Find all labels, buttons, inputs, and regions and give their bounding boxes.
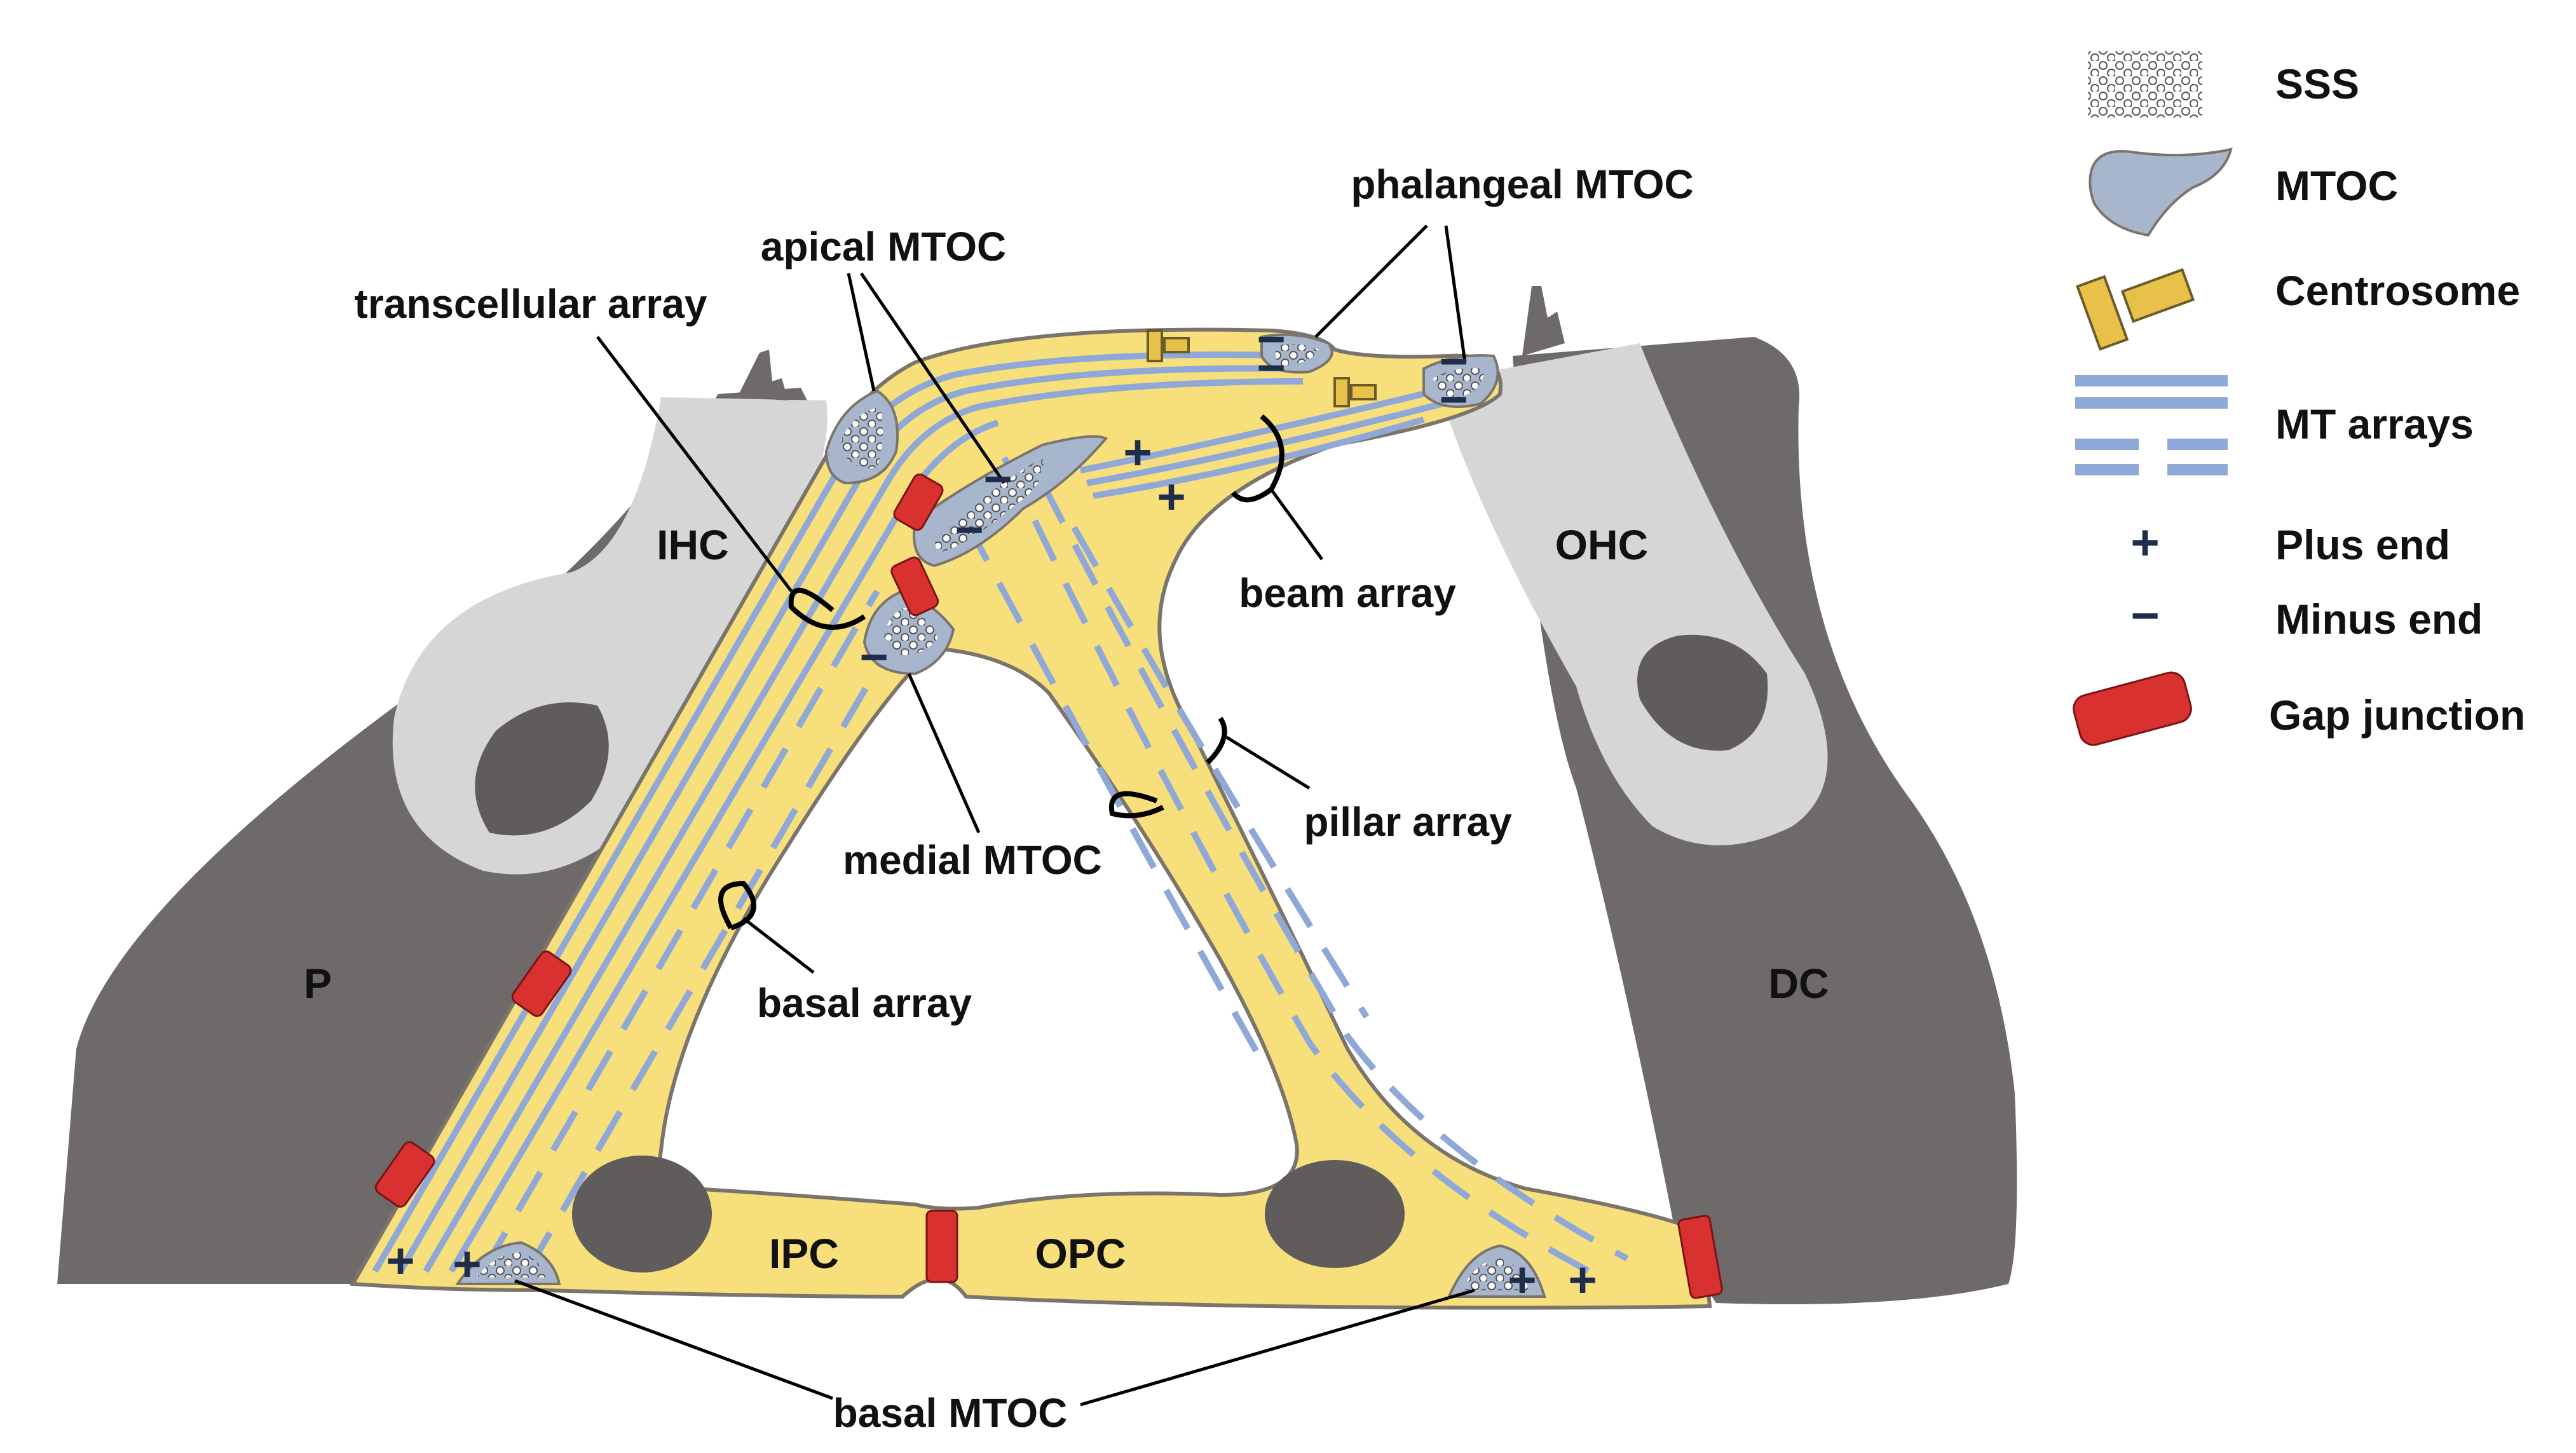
svg-text:−: −	[1257, 311, 1286, 367]
cell-label-ohc: OHC	[1555, 521, 1649, 568]
array-brackets	[718, 414, 1285, 931]
mtoc-icon	[2089, 147, 2233, 237]
basal-mtoc-right	[1447, 1244, 1546, 1298]
cell-label-p: P	[304, 960, 332, 1007]
apical-mtoc-left	[824, 389, 899, 485]
legend-item-plus-end: + Plus end	[2130, 514, 2450, 570]
cell-label-ihc: IHC	[657, 521, 729, 568]
end-signs: + + + + + + − − − − − − −	[386, 311, 1597, 1307]
gap-junction-6	[1677, 1215, 1723, 1299]
svg-text:+: +	[1508, 1252, 1537, 1307]
legend-item-gap-junction: Gap junction	[2073, 671, 2525, 746]
ipc-nucleus	[572, 1156, 712, 1272]
svg-text:−: −	[1439, 371, 1468, 427]
svg-text:Plus end: Plus end	[2275, 521, 2450, 568]
label-beam-array: beam array	[1239, 570, 1456, 616]
opc-nucleus	[1265, 1160, 1405, 1268]
medial-mtoc	[862, 589, 955, 676]
label-apical-mtoc: apical MTOC	[761, 224, 1006, 269]
legend: SSS MTOC Centrosome MT arrays	[2073, 51, 2525, 746]
svg-text:SSS: SSS	[2275, 60, 2359, 107]
svg-text:−: −	[1439, 333, 1468, 389]
gap-junction-icon	[2073, 671, 2192, 746]
ihc-nucleus	[475, 702, 609, 836]
ihc-stereocilia	[737, 350, 788, 400]
svg-text:−: −	[859, 629, 889, 685]
basal-mtoc-left	[455, 1241, 561, 1285]
centrosome-icon	[2075, 268, 2195, 351]
plus-icon: +	[2130, 514, 2160, 570]
beam-mt-array	[1080, 385, 1457, 499]
gap-junction-1	[893, 474, 944, 531]
label-basal-array: basal array	[757, 980, 972, 1026]
phalangeal-mtoc-left	[1260, 333, 1333, 374]
cell-label-ipc: IPC	[769, 1230, 839, 1277]
svg-text:+: +	[453, 1236, 482, 1292]
gap-junction-5	[925, 1210, 958, 1283]
legend-item-mt-arrays: MT arrays	[2075, 375, 2474, 475]
cell-label-dc: DC	[1768, 960, 1829, 1007]
label-pillar-array: pillar array	[1304, 799, 1512, 845]
svg-text:+: +	[386, 1232, 415, 1288]
svg-text:−: −	[955, 501, 984, 557]
apical-mtoc-right	[913, 435, 1108, 568]
label-medial-mtoc: medial MTOC	[843, 837, 1102, 883]
gap-junction-3	[511, 950, 572, 1017]
svg-text:+: +	[1123, 424, 1152, 480]
mt-arrays-icon	[2075, 375, 2228, 475]
svg-text:−: −	[1257, 339, 1286, 395]
ohc-stereocilia	[1522, 286, 1565, 356]
legend-item-minus-end: − Minus end	[2130, 587, 2483, 643]
svg-text:+: +	[1568, 1252, 1597, 1307]
phalangeal-mtoc-right	[1422, 354, 1499, 408]
basal-mt-array	[480, 589, 899, 1273]
centrosome-2	[1333, 377, 1377, 407]
callout-lines	[514, 224, 1475, 1407]
legend-item-sss: SSS	[2088, 51, 2359, 118]
label-transcellular-array: transcellular array	[355, 281, 707, 327]
gap-junction-2	[890, 556, 939, 617]
minus-icon: −	[2130, 587, 2160, 643]
svg-text:Minus end: Minus end	[2275, 596, 2483, 643]
label-phalangeal-mtoc: phalangeal MTOC	[1351, 161, 1693, 207]
legend-item-mtoc: MTOC	[2089, 147, 2398, 237]
svg-text:Gap junction: Gap junction	[2269, 692, 2525, 739]
svg-text:−: −	[983, 451, 1012, 507]
svg-text:+: +	[1157, 468, 1186, 524]
legend-item-centrosome: Centrosome	[2075, 267, 2520, 351]
svg-text:Centrosome: Centrosome	[2275, 267, 2520, 314]
label-basal-mtoc: basal MTOC	[833, 1390, 1068, 1436]
ohc-nucleus	[1637, 634, 1768, 751]
cell-label-opc: OPC	[1035, 1230, 1126, 1277]
centrosome-1	[1147, 329, 1190, 362]
svg-text:MTOC: MTOC	[2275, 162, 2398, 209]
gap-junction-4	[374, 1141, 435, 1208]
sss-icon	[2088, 51, 2202, 118]
svg-text:MT arrays: MT arrays	[2275, 400, 2474, 447]
